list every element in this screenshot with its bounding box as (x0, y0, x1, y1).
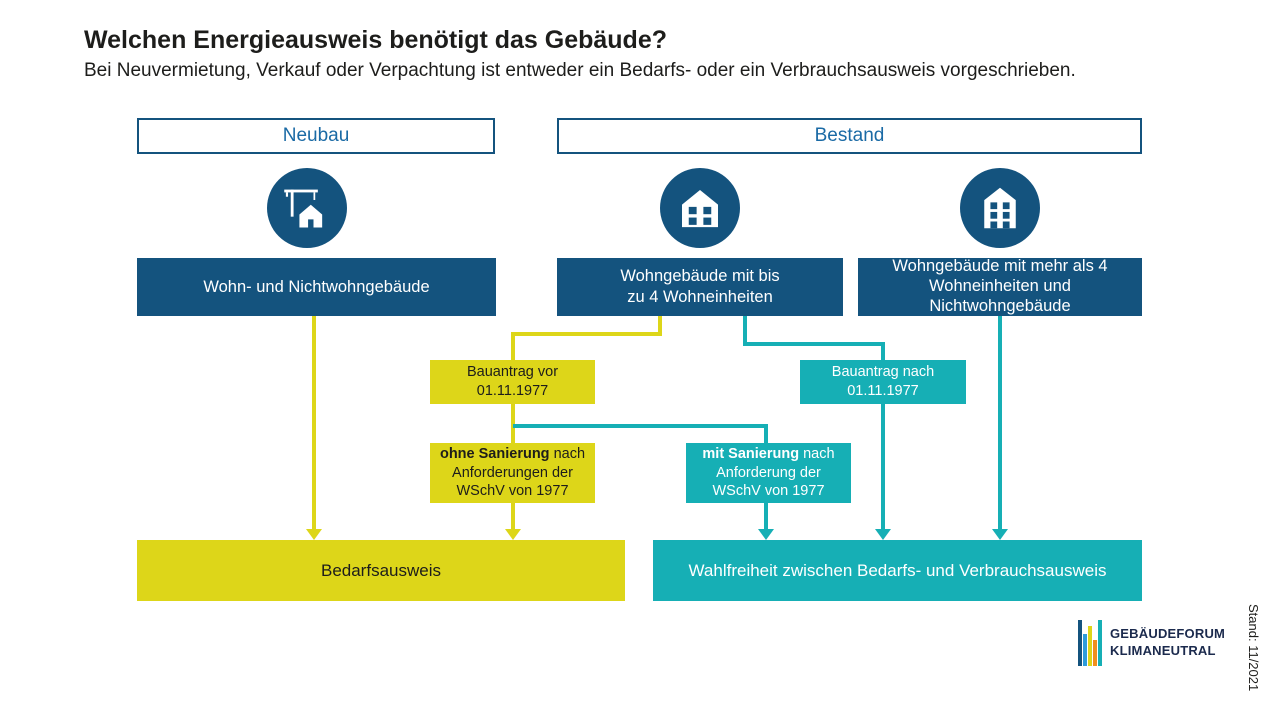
apartment-building-icon (984, 187, 1016, 229)
connector-bauantragnach-to-wahlfreiheit (881, 404, 885, 529)
connector-to-mitsanierung-horizontal (513, 424, 768, 428)
neubau-label: Neubau (282, 125, 350, 146)
connector-to-mitsanierung-down (764, 424, 768, 444)
crane-house-icon (284, 189, 323, 228)
connector-mehr4-to-wahlfreiheit (998, 316, 1002, 529)
arrowhead-ohnesanierung-to-bedarf (505, 529, 521, 540)
node-mit-sanierung: mit Sanierung nach Anforderung der WSchV… (686, 443, 851, 503)
node-label: mit Sanierung nach Anforderung der WSchV… (702, 445, 835, 500)
column-header-neubau: Neubau (137, 118, 495, 154)
stand-date: Stand: 11/2021 (1246, 604, 1261, 692)
page-title: Welchen Energieausweis benötigt das Gebä… (84, 26, 668, 54)
node-bauantrag-vor: Bauantrag vor 01.11.1977 (430, 360, 595, 404)
gebaeudeforum-klimaneutral-logo: GEBÄUDEFORUM KLIMANEUTRAL (1078, 620, 1225, 666)
neubau-icon-circle (267, 168, 347, 248)
connector-to-bauantrag-nach (881, 342, 885, 360)
node-wohn-und-nichtwohngebaeude: Wohn- und Nichtwohngebäude (137, 258, 496, 316)
node-label: Wohn- und Nichtwohngebäude (203, 277, 430, 296)
logo-bars-icon (1078, 620, 1102, 666)
connector-bis4-down-teal (743, 316, 747, 346)
connector-bis4-right-teal (743, 342, 885, 346)
logo-text: GEBÄUDEFORUM KLIMANEUTRAL (1110, 626, 1226, 658)
node-wohngebaeude-mehr-4: Wohngebäude mit mehr als 4 Wohneinheiten… (858, 257, 1142, 316)
arrowhead-mehr4-to-wahlfreiheit (992, 529, 1008, 540)
connector-to-bauantrag-vor (511, 332, 515, 360)
connector-bis4-left-yellow (511, 332, 662, 336)
arrowhead-wohn-to-bedarf (306, 529, 322, 540)
connector-wohn-to-bedarf (312, 316, 316, 529)
arrowhead-mitsanierung-to-wahlfreiheit (758, 529, 774, 540)
node-label: Bedarfsausweis (320, 560, 441, 580)
node-label: ohne Sanierung nach Anforderungen der WS… (439, 445, 586, 500)
connector-ohnesanierung-to-bedarf (511, 503, 515, 529)
node-wohngebaeude-bis-4: Wohngebäude mit bis zu 4 Wohneinheiten (557, 258, 843, 316)
connector-bis4-down-yellow (658, 316, 662, 336)
node-ohne-sanierung: ohne Sanierung nach Anforderungen der WS… (430, 443, 595, 503)
node-bedarfsausweis: Bedarfsausweis (137, 540, 625, 601)
node-label: Wohngebäude mit mehr als 4 Wohneinheiten… (892, 257, 1108, 315)
house-icon (682, 190, 718, 228)
column-header-bestand: Bestand (557, 118, 1142, 154)
node-wahlfreiheit: Wahlfreiheit zwischen Bedarfs- und Verbr… (653, 540, 1142, 601)
node-bauantrag-nach: Bauantrag nach 01.11.1977 (800, 360, 966, 404)
node-label: Bauantrag nach 01.11.1977 (831, 364, 935, 399)
node-label: Bauantrag vor 01.11.1977 (466, 364, 559, 399)
node-label: Wohngebäude mit bis zu 4 Wohneinheiten (620, 267, 780, 306)
page-subtitle: Bei Neuvermietung, Verkauf oder Verpacht… (84, 60, 1076, 81)
node-label: Wahlfreiheit zwischen Bedarfs- und Verbr… (688, 560, 1107, 580)
bestand-gross-icon-circle (960, 168, 1040, 248)
connector-mitsanierung-to-wahlfreiheit (764, 503, 768, 529)
arrowhead-bauantragnach-to-wahlfreiheit (875, 529, 891, 540)
bestand-label: Bestand (814, 125, 885, 146)
bestand-klein-icon-circle (660, 168, 740, 248)
